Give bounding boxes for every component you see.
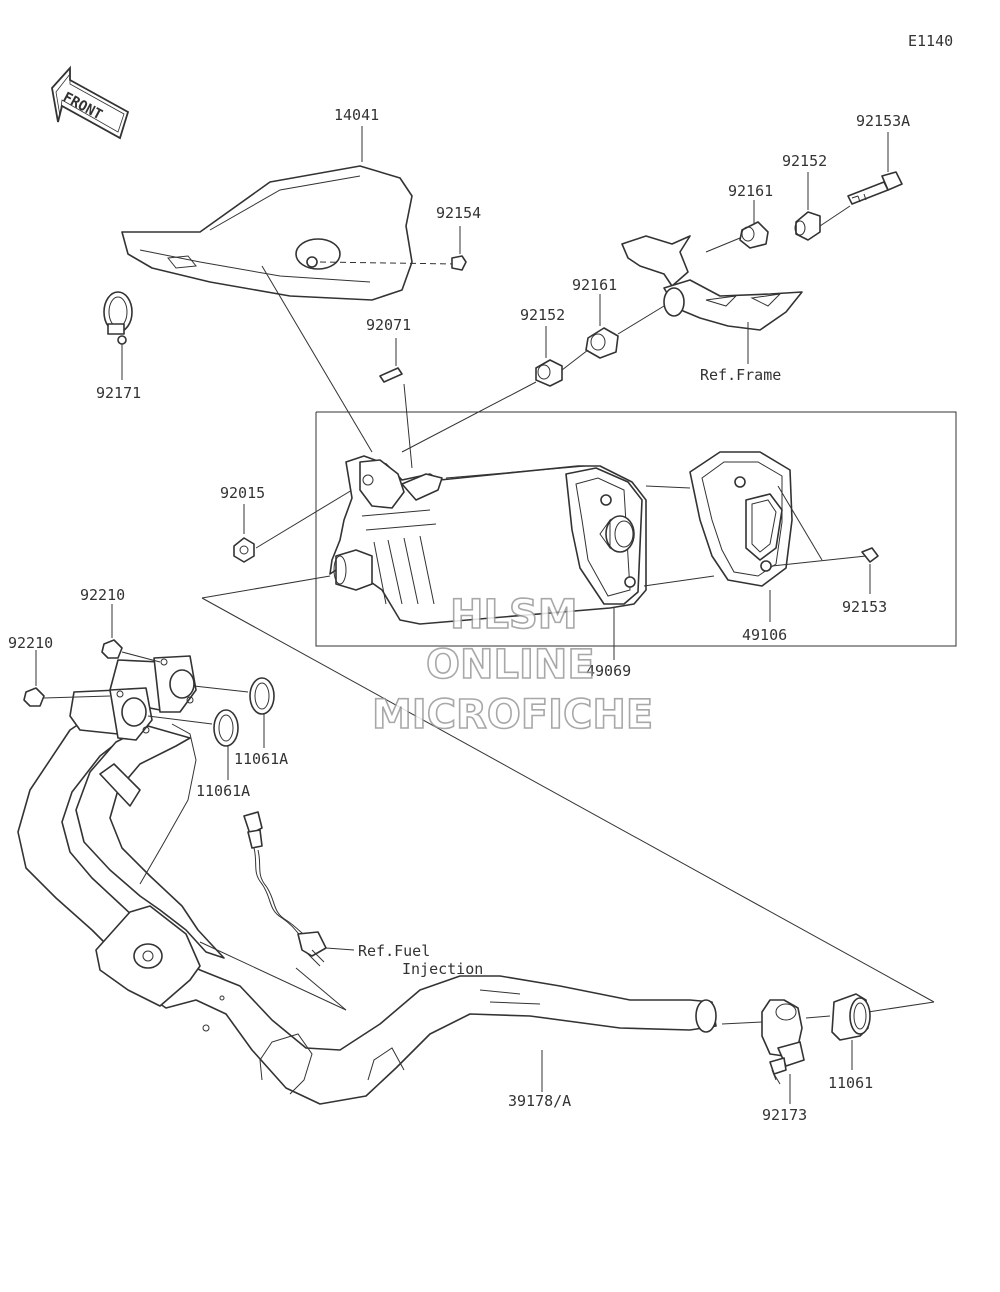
label-92173: 92173 xyxy=(762,1106,807,1124)
watermark: HLSM ONLINE MICROFICHE xyxy=(371,591,654,739)
label-92153: 92153 xyxy=(842,598,887,616)
label-11061A-b: 11061A xyxy=(196,782,250,800)
muffler-49069-part xyxy=(329,455,647,625)
diagram-code: E1140 xyxy=(908,32,953,50)
label-ref-frame: Ref.Frame xyxy=(700,366,781,384)
muffler-assembly-frame xyxy=(315,411,957,647)
grommet-92161-mid-part xyxy=(585,327,619,359)
label-92154: 92154 xyxy=(436,204,481,222)
watermark-line2: ONLINE xyxy=(426,642,595,688)
watermark-line1: HLSM xyxy=(450,592,578,638)
front-arrow-icon: FRONT xyxy=(51,65,130,140)
collar-92152-top-part xyxy=(794,211,821,241)
header-flanges-part xyxy=(69,655,197,741)
label-92161-mid: 92161 xyxy=(572,276,617,294)
label-11061: 11061 xyxy=(828,1074,873,1092)
label-92153A: 92153A xyxy=(856,112,910,130)
grommet-92161-top-part xyxy=(739,221,769,249)
gasket-11061-part xyxy=(831,993,871,1041)
label-49106: 49106 xyxy=(742,626,787,644)
label-92210-a: 92210 xyxy=(80,586,125,604)
label-92210-b: 92210 xyxy=(8,634,53,652)
label-92152-mid: 92152 xyxy=(520,306,565,324)
muffler-cover-49106-part xyxy=(689,451,793,587)
label-92071: 92071 xyxy=(366,316,411,334)
clamp-92171-part xyxy=(103,291,133,345)
label-ref-fuel-line2: Injection xyxy=(402,960,483,978)
collar-92152-mid-part xyxy=(535,359,563,387)
frame-bracket-part xyxy=(621,235,803,331)
oxygen-sensor-part xyxy=(243,811,327,967)
watermark-line3: MICROFICHE xyxy=(372,692,653,738)
heat-guard-part xyxy=(121,165,413,301)
label-92015: 92015 xyxy=(220,484,265,502)
label-92171: 92171 xyxy=(96,384,141,402)
label-ref-fuel-line1: Ref.Fuel xyxy=(358,942,430,960)
clamp-92173-part xyxy=(761,999,805,1085)
label-92161-top: 92161 xyxy=(728,182,773,200)
bolt-92153A-part xyxy=(847,171,903,205)
exhaust-pipe-39178A-part xyxy=(17,709,717,1105)
label-39178A: 39178/A xyxy=(508,1092,571,1110)
label-49069: 49069 xyxy=(586,662,631,680)
label-92152-top: 92152 xyxy=(782,152,827,170)
label-11061A-a: 11061A xyxy=(234,750,288,768)
label-14041: 14041 xyxy=(334,106,379,124)
